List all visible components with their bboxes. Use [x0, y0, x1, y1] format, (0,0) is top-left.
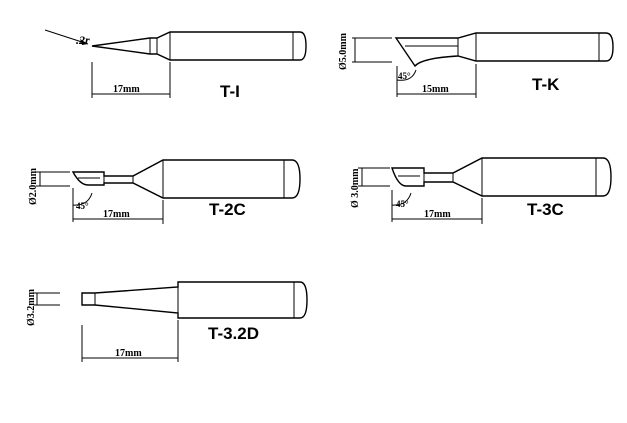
tip-t-3c-body: [391, 157, 612, 197]
tip-t-2c-diameter: Ø2.0mm: [28, 167, 39, 205]
tip-t-i-length: 17mm: [113, 84, 140, 95]
tip-t-2c-label: T-2C: [209, 200, 246, 219]
tip-t-3c-diameter: Ø 3.0mm: [350, 168, 361, 208]
tip-t-k-length: 15mm: [422, 84, 449, 95]
tip-t-k-body: [394, 32, 614, 68]
tip-t-k: Ø5.0mm 45° 15mm T-K: [338, 32, 614, 98]
tip-t-3-2d-diameter: Ø3.2mm: [26, 288, 37, 326]
tip-t-3-2d: Ø3.2mm 17mm T-3.2D: [26, 281, 308, 362]
tip-t-3c-label: T-3C: [527, 200, 564, 219]
tip-t-k-label: T-K: [532, 75, 560, 94]
tip-t-k-angle: 45°: [398, 71, 411, 81]
tip-t-2c-body: [71, 159, 301, 199]
tip-t-2c-length: 17mm: [103, 209, 130, 220]
tip-t-3c: Ø 3.0mm 45° 17mm T-3C: [350, 157, 612, 224]
tip-t-i-body: [91, 31, 307, 61]
tip-t-2c: Ø2.0mm 45° 17mm T-2C: [28, 159, 301, 224]
tip-t-i-label: T-I: [220, 82, 240, 101]
tip-t-3c-angle: 45°: [396, 199, 409, 209]
tip-t-3-2d-body: [81, 281, 308, 319]
tip-t-i-radius: .2r: [76, 33, 90, 47]
tip-t-k-diameter: Ø5.0mm: [338, 32, 349, 70]
tip-t-i: .2r 17mm T-I: [44, 29, 307, 101]
tip-t-3-2d-label: T-3.2D: [208, 324, 259, 343]
tip-t-3c-length: 17mm: [424, 209, 451, 220]
tip-t-2c-angle: 45°: [76, 201, 89, 211]
tip-t-3-2d-length: 17mm: [115, 348, 142, 359]
